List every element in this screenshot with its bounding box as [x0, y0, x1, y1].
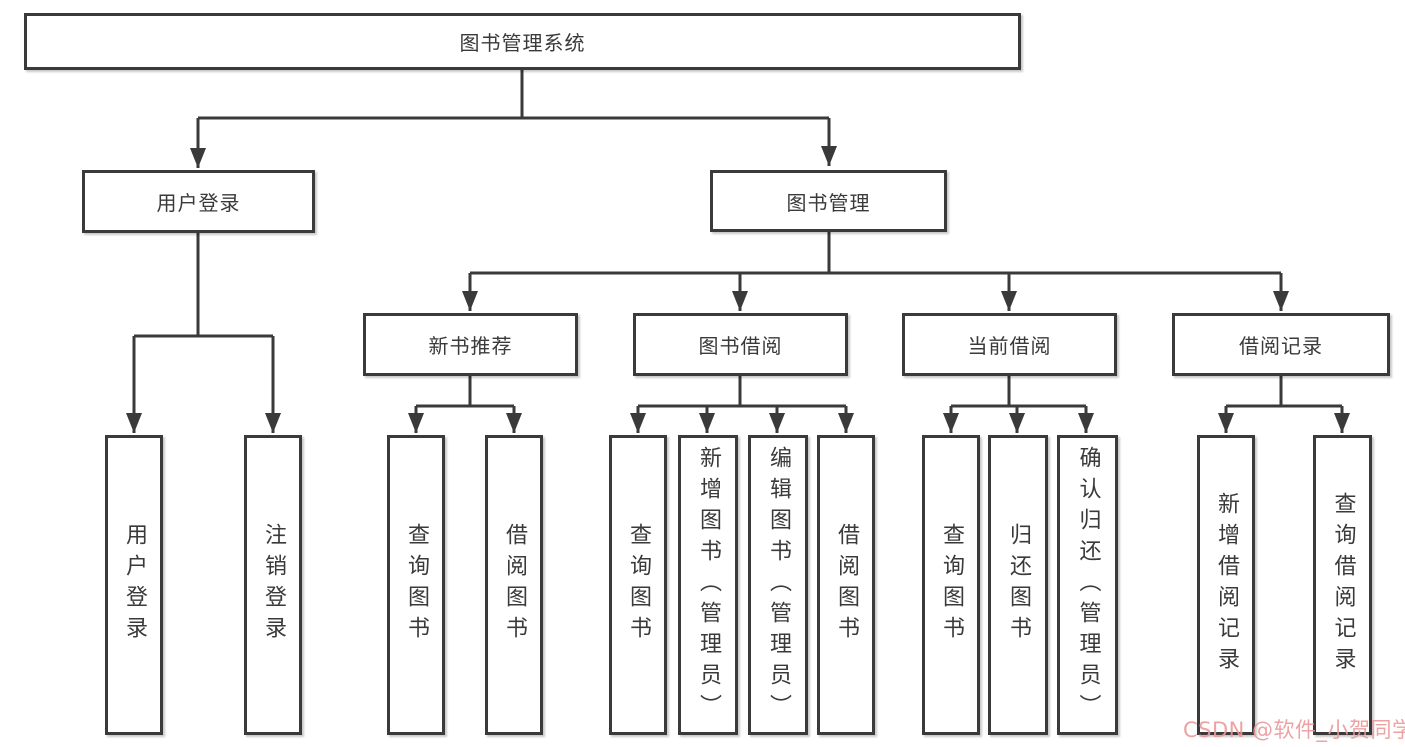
leaf-logout: 注销登录 [244, 435, 302, 735]
node-book-borrow: 图书借阅 [633, 313, 848, 376]
leaf-query-borrow-record: 查询借阅记录 [1313, 435, 1372, 735]
node-new-book-recommend: 新书推荐 [363, 313, 578, 376]
leaf-query-books-recommend: 查询图书 [387, 435, 445, 735]
leaf-borrow-books: 借阅图书 [817, 435, 875, 735]
watermark: CSDN @软件_小贺同学 [1183, 718, 1405, 742]
node-root: 图书管理系统 [24, 13, 1021, 70]
leaf-edit-book-admin: 编辑图书（管理员） [748, 435, 808, 735]
node-borrow-records: 借阅记录 [1172, 313, 1390, 376]
node-user-login: 用户登录 [82, 170, 315, 233]
leaf-query-books-borrow: 查询图书 [609, 435, 667, 735]
leaf-return-book: 归还图书 [988, 435, 1048, 735]
leaf-confirm-return-admin: 确认归还（管理员） [1057, 435, 1118, 735]
node-book-management: 图书管理 [710, 170, 947, 232]
node-current-borrow: 当前借阅 [902, 313, 1117, 376]
leaf-add-borrow-record: 新增借阅记录 [1197, 435, 1255, 735]
leaf-add-book-admin: 新增图书（管理员） [678, 435, 738, 735]
leaf-query-books-current: 查询图书 [922, 435, 980, 735]
leaf-user-login: 用户登录 [105, 435, 163, 735]
leaf-borrow-books-recommend: 借阅图书 [485, 435, 543, 735]
